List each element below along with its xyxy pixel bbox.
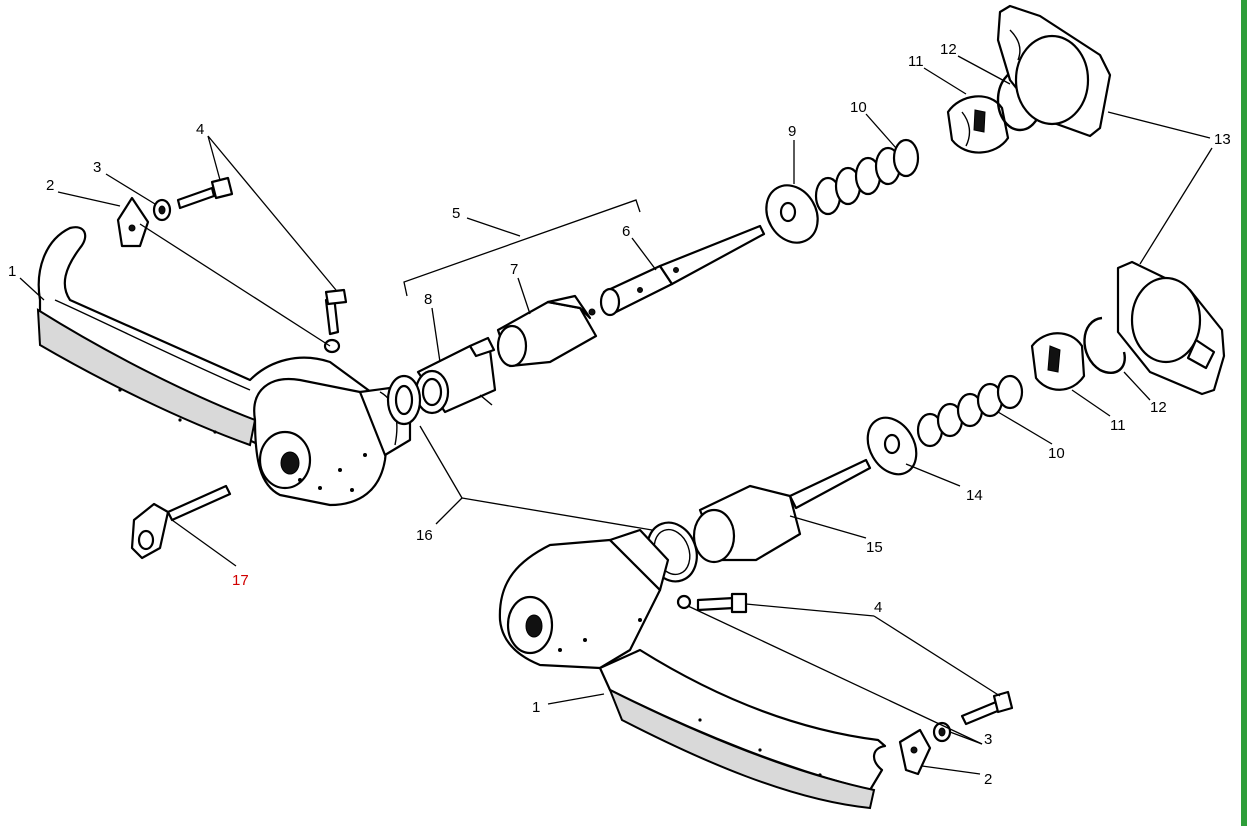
washer-left	[152, 198, 341, 354]
part-labels: 1 2 3 4 5 6 7 8 9 10 11 12 13 16 17 12 1…	[8, 41, 1231, 788]
label-part-6: 6	[622, 223, 630, 240]
washer-9	[765, 184, 819, 244]
handle-left	[36, 226, 412, 507]
label-part-14: 14	[966, 487, 983, 504]
label-part-13: 13	[1214, 131, 1231, 148]
bolt-left-lower	[324, 288, 348, 336]
label-part-10-lower: 10	[1048, 445, 1065, 462]
handle-left-speckle	[118, 388, 367, 492]
label-part-7: 7	[510, 261, 518, 278]
bracket-right	[898, 728, 932, 776]
cam-lower	[1030, 332, 1086, 391]
circlip-lower	[1083, 316, 1126, 375]
label-part-12-lower: 12	[1150, 399, 1167, 416]
label-part-2-upper: 2	[46, 177, 54, 194]
cylinder-housing	[414, 336, 497, 415]
frame-border	[1241, 0, 1247, 826]
handle-right-speckle	[558, 618, 822, 777]
label-part-4-lower: 4	[874, 599, 882, 616]
cam-upper	[946, 95, 1010, 154]
spring-upper	[814, 138, 920, 216]
washer-14	[866, 416, 918, 476]
key	[130, 484, 232, 560]
bolt-left-upper	[176, 176, 234, 210]
label-part-5: 5	[452, 205, 460, 222]
gasket-lower	[1116, 260, 1226, 396]
bolt-right-lower	[960, 690, 1014, 726]
label-part-8: 8	[424, 291, 432, 308]
label-part-9: 9	[788, 123, 796, 140]
label-part-11-lower: 11	[1110, 417, 1126, 434]
shaft	[599, 224, 766, 317]
label-part-4-upper: 4	[196, 121, 204, 138]
seal-left	[386, 374, 422, 426]
label-part-1-upper: 1	[8, 263, 16, 280]
label-part-10-upper: 10	[850, 99, 867, 116]
leader-lines	[19, 55, 1213, 775]
label-part-15: 15	[866, 539, 883, 556]
label-part-12-upper: 12	[940, 41, 957, 58]
lock-barrel	[496, 294, 598, 368]
label-part-3-lower: 3	[984, 731, 992, 748]
label-part-16: 16	[416, 527, 433, 544]
handle-right	[498, 528, 887, 810]
bracket-left	[116, 196, 150, 248]
bolt-right-upper	[676, 592, 748, 614]
label-part-2-lower: 2	[984, 771, 992, 788]
gasket-upper	[996, 4, 1112, 138]
inner-cylinder	[692, 458, 872, 564]
label-part-3-upper: 3	[93, 159, 101, 176]
label-part-17: 17	[232, 572, 249, 589]
spring-lower	[916, 374, 1024, 448]
label-part-1-lower: 1	[532, 699, 540, 716]
label-part-11-upper: 11	[908, 53, 924, 70]
